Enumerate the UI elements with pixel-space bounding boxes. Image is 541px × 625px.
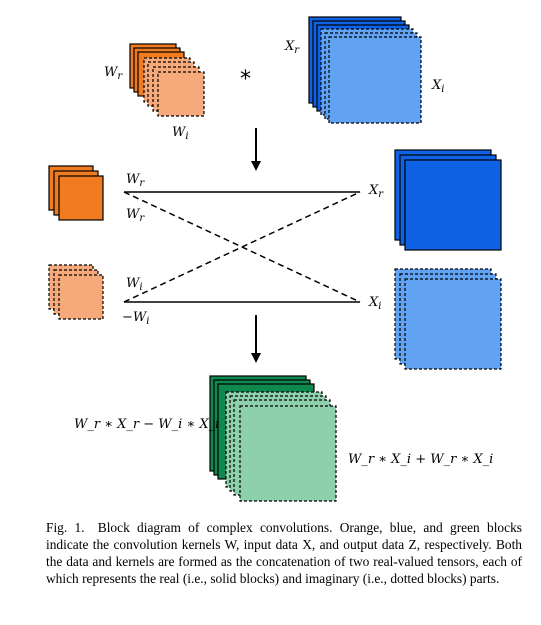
- input-imag-block: [328, 36, 422, 124]
- output-imag-block: [239, 405, 337, 502]
- kernel-real-label: Wr: [104, 65, 123, 82]
- weight-label-wr-top: Wr: [126, 172, 145, 189]
- top-kernel-stack: [129, 43, 205, 117]
- kernel-imag-label: Wi: [172, 125, 189, 142]
- middle-input-real-stack: [394, 149, 502, 251]
- target-real-label: Xr: [368, 183, 384, 200]
- convolution-operator: *: [240, 67, 251, 92]
- kernel-imag-block: [157, 71, 205, 117]
- target-imag-label: Xi: [368, 295, 381, 312]
- weight-label-wr-bottom: Wr: [126, 207, 145, 224]
- figure-caption-label: Fig. 1.: [46, 520, 85, 535]
- figure-caption-text: Block diagram of complex convolutions. O…: [46, 520, 522, 586]
- middle-kernel-imag-stack: [48, 264, 104, 320]
- input-imag-label: Xi: [431, 78, 444, 95]
- middle-input-imag-stack: [394, 268, 502, 370]
- output-imag-formula: W_r ∗ X_i + W_r ∗ X_i: [348, 452, 493, 467]
- weight-label-wi-top: Wi: [126, 276, 143, 293]
- weight-label-neg-wi: −Wi: [122, 310, 149, 327]
- middle-kernel-real-stack: [48, 165, 104, 221]
- input-real-label: Xr: [284, 39, 300, 56]
- dashed-line-imag-to-real: [123, 191, 361, 303]
- top-input-stack: [308, 16, 422, 124]
- figure-caption: Fig. 1. Block diagram of complex convolu…: [46, 519, 522, 587]
- output-real-formula: W_r ∗ X_r − W_i ∗ X_i: [74, 417, 219, 432]
- output-stack: [209, 375, 337, 502]
- complex-convolution-diagram: Wr Wi * Xr Xi Wr Wr Wi −Wi Xr Xi: [48, 16, 502, 502]
